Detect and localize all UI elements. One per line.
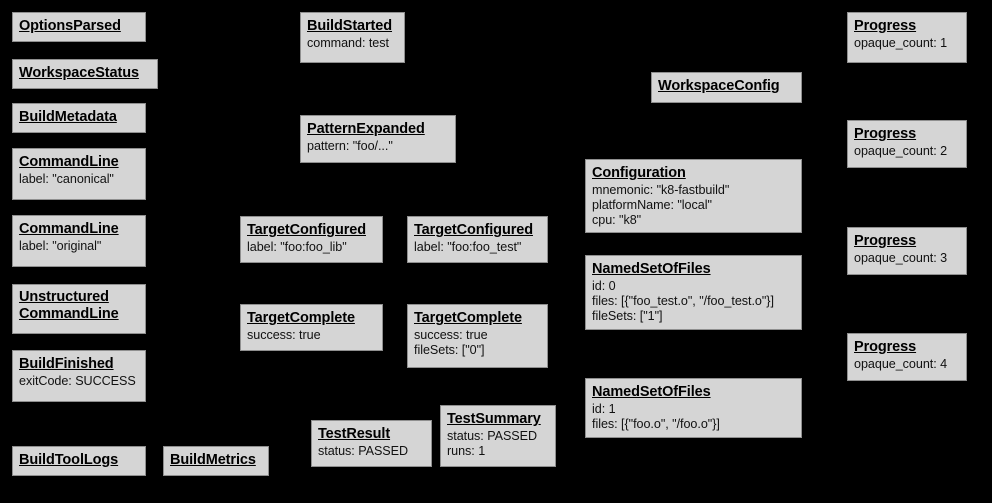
node-progress-4[interactable]: Progress opaque_count: 4 [847,333,967,381]
node-command-line-original[interactable]: CommandLine label: "original" [12,215,146,267]
node-test-summary[interactable]: TestSummary status: PASSED runs: 1 [440,405,556,467]
node-target-configured-foo-lib[interactable]: TargetConfigured label: "foo:foo_lib" [240,216,383,263]
node-title: Progress [854,18,917,34]
node-build-tool-logs[interactable]: BuildToolLogs [12,446,146,476]
node-fields: label: "original" [19,239,102,254]
node-title: TestResult [318,426,391,442]
node-title: TargetConfigured [247,222,366,238]
node-configuration[interactable]: Configuration mnemonic: "k8-fastbuild" pl… [585,159,802,233]
node-title: BuildToolLogs [19,452,119,468]
node-fields: opaque_count: 2 [854,144,948,159]
node-command-line-canonical[interactable]: CommandLine label: "canonical" [12,148,146,200]
node-build-started[interactable]: BuildStarted command: test [300,12,405,63]
node-title: BuildFinished [19,356,114,372]
node-progress-2[interactable]: Progress opaque_count: 2 [847,120,967,168]
node-progress-1[interactable]: Progress opaque_count: 1 [847,12,967,63]
node-test-result[interactable]: TestResult status: PASSED [311,420,432,467]
node-unstructured-command-line[interactable]: Unstructured CommandLine [12,284,146,334]
node-pattern-expanded[interactable]: PatternExpanded pattern: "foo/..." [300,115,456,163]
node-progress-3[interactable]: Progress opaque_count: 3 [847,227,967,275]
node-fields: command: test [307,36,389,51]
node-build-metrics[interactable]: BuildMetrics [163,446,269,476]
node-fields: mnemonic: "k8-fastbuild" platformName: "… [592,183,730,227]
node-fields: opaque_count: 4 [854,357,948,372]
node-fields: id: 1 files: [{"foo.o", "/foo.o"}] [592,402,720,431]
node-title: Progress [854,339,917,355]
node-named-set-of-files-0[interactable]: NamedSetOfFiles id: 0 files: [{"foo_test.… [585,255,802,330]
node-options-parsed[interactable]: OptionsParsed [12,12,146,42]
node-title: BuildMetadata [19,109,117,125]
node-title: CommandLine [19,221,119,237]
node-fields: status: PASSED runs: 1 [447,429,538,458]
node-title: Progress [854,233,917,249]
node-fields: status: PASSED [318,444,409,459]
node-build-finished[interactable]: BuildFinished exitCode: SUCCESS [12,350,146,402]
node-title: TargetComplete [247,310,355,326]
node-fields: success: true fileSets: ["0"] [414,328,488,357]
node-build-metadata[interactable]: BuildMetadata [12,103,146,133]
node-fields: label: "canonical" [19,172,114,187]
node-title: Unstructured CommandLine [19,289,119,323]
node-fields: success: true [247,328,321,343]
node-title: Progress [854,126,917,142]
node-named-set-of-files-1[interactable]: NamedSetOfFiles id: 1 files: [{"foo.o", "… [585,378,802,438]
node-title: TargetConfigured [414,222,533,238]
node-fields: label: "foo:foo_test" [414,240,522,255]
node-title: BuildMetrics [170,452,256,468]
node-fields: id: 0 files: [{"foo_test.o", "/foo_test.… [592,279,774,323]
node-title: BuildStarted [307,18,393,34]
node-workspace-config[interactable]: WorkspaceConfig [651,72,802,103]
node-title: TargetComplete [414,310,522,326]
node-target-complete-lib[interactable]: TargetComplete success: true [240,304,383,351]
node-title: Configuration [592,165,686,181]
node-target-complete-test[interactable]: TargetComplete success: true fileSets: ["… [407,304,548,368]
node-title: CommandLine [19,154,119,170]
node-title: OptionsParsed [19,18,121,34]
node-fields: opaque_count: 3 [854,251,948,266]
node-title: NamedSetOfFiles [592,384,711,400]
node-title: WorkspaceStatus [19,65,139,81]
node-fields: pattern: "foo/..." [307,139,393,154]
node-fields: label: "foo:foo_lib" [247,240,347,255]
node-title: TestSummary [447,411,541,427]
node-workspace-status[interactable]: WorkspaceStatus [12,59,158,89]
node-title: NamedSetOfFiles [592,261,711,277]
node-title: PatternExpanded [307,121,425,137]
node-target-configured-foo-test[interactable]: TargetConfigured label: "foo:foo_test" [407,216,548,263]
node-fields: opaque_count: 1 [854,36,948,51]
node-fields: exitCode: SUCCESS [19,374,136,389]
node-title: WorkspaceConfig [658,78,780,94]
